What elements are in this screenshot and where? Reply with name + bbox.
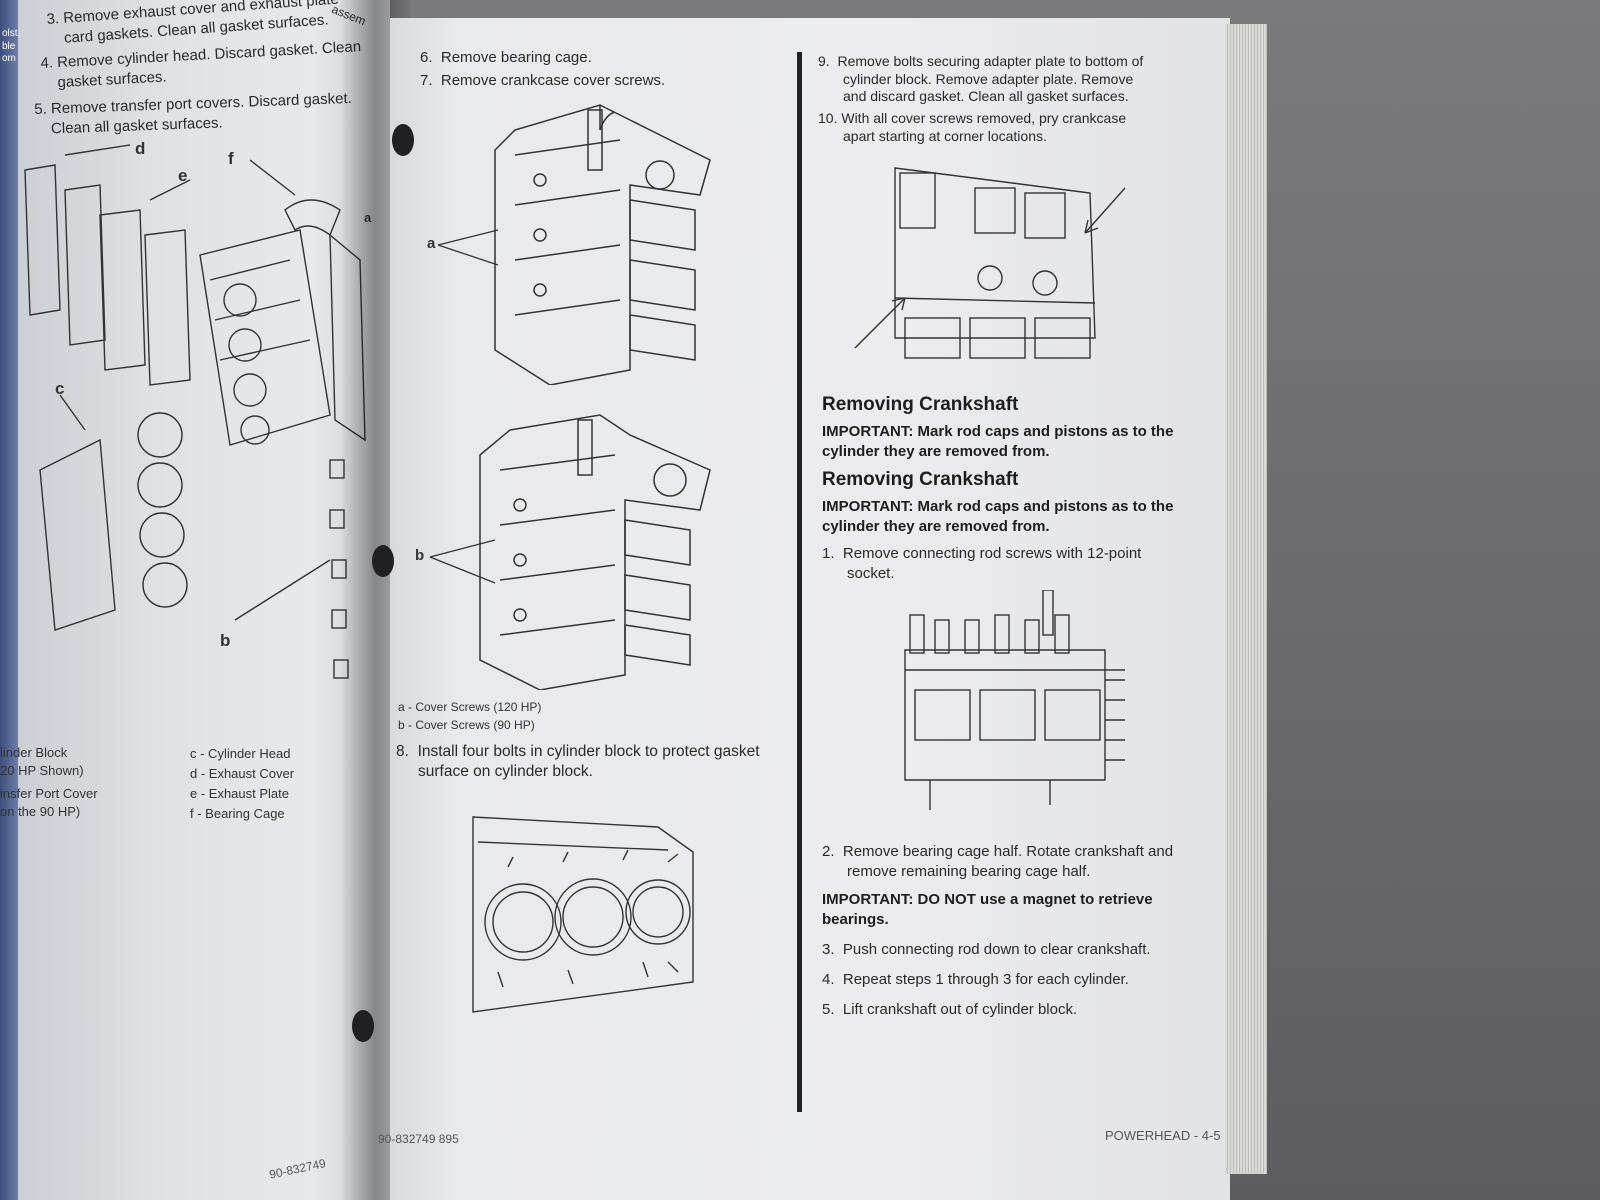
right-page xyxy=(390,18,1230,1200)
heading-removing-crankshaft-1: Removing Crankshaft xyxy=(822,394,1019,415)
cover-screws-90hp-diagram xyxy=(460,410,720,690)
callout-e: e xyxy=(178,166,188,185)
left-page: olst. ble om assem 3. Remove exhaust cov… xyxy=(0,0,390,1200)
step-5: 5. Lift crankshaft out of cylinder block… xyxy=(822,1001,1078,1018)
cylinder-block-bolts-diagram xyxy=(468,812,698,1017)
binder-hole-middle xyxy=(372,545,394,577)
exploded-powerhead-diagram xyxy=(10,140,380,700)
right-footer-left: 90-832749 895 xyxy=(378,1132,459,1146)
left-footer: 90-832749 xyxy=(268,1156,328,1182)
step-8: 8. Install four bolts in cylinder block … xyxy=(396,743,760,781)
binder-hole-top xyxy=(392,124,414,156)
important-mark-rod-caps-2: IMPORTANT: Mark rod caps and pistons as … xyxy=(822,498,1174,535)
binder-hole-bottom xyxy=(352,1010,374,1042)
callout-f: f xyxy=(228,149,234,168)
step-7: 7. Remove crankcase cover screws. xyxy=(420,72,666,89)
left-legend-right: c - Cylinder Head d - Exhaust Cover e - … xyxy=(190,746,295,822)
step-3: 3. Push connecting rod down to clear cra… xyxy=(822,941,1151,958)
callout-b-leaders xyxy=(420,535,500,590)
page-stack-edge xyxy=(1225,24,1267,1174)
callout-c: c xyxy=(55,379,65,398)
important-mark-rod-caps-1: IMPORTANT: Mark rod caps and pistons as … xyxy=(822,423,1174,460)
connecting-rod-screws-diagram xyxy=(885,590,1145,825)
heading-removing-crankshaft-2: Removing Crankshaft xyxy=(822,469,1019,490)
crankcase-pry-diagram xyxy=(850,158,1140,378)
caption-a: a - Cover Screws (120 HP) xyxy=(398,700,542,714)
left-legend-left: linder Block 20 HP Shown) insfer Port Co… xyxy=(0,745,98,819)
callout-b-left: b xyxy=(220,631,231,650)
callout-a-right: a xyxy=(427,235,436,252)
right-footer-right: POWERHEAD - 4-5 xyxy=(1105,1128,1221,1143)
step-2: 2. Remove bearing cage half. Rotate cran… xyxy=(822,843,1174,880)
left-step-5: 5. Remove transfer port covers. Discard … xyxy=(34,89,353,137)
left-corner-text: olst. ble om xyxy=(2,28,21,64)
callout-a-leaders xyxy=(428,225,503,275)
step-6: 6. Remove bearing cage. xyxy=(420,49,592,66)
callout-d: d xyxy=(135,139,146,158)
callout-a-left: a xyxy=(364,210,371,227)
step-1: 1. Remove connecting rod screws with 12-… xyxy=(822,545,1142,582)
important-do-not-use-magnet: IMPORTANT: DO NOT use a magnet to retrie… xyxy=(822,891,1153,928)
step-10: 10. With all cover screws removed, pry c… xyxy=(818,110,1127,144)
step-9: 9. Remove bolts securing adapter plate t… xyxy=(818,53,1144,104)
cover-screws-120hp-diagram xyxy=(480,100,730,385)
caption-b: b - Cover Screws (90 HP) xyxy=(398,718,535,732)
callout-b-right: b xyxy=(415,547,425,564)
column-divider xyxy=(797,52,802,1112)
step-4: 4. Repeat steps 1 through 3 for each cyl… xyxy=(822,971,1129,988)
left-page-tab-edge xyxy=(0,0,18,1200)
